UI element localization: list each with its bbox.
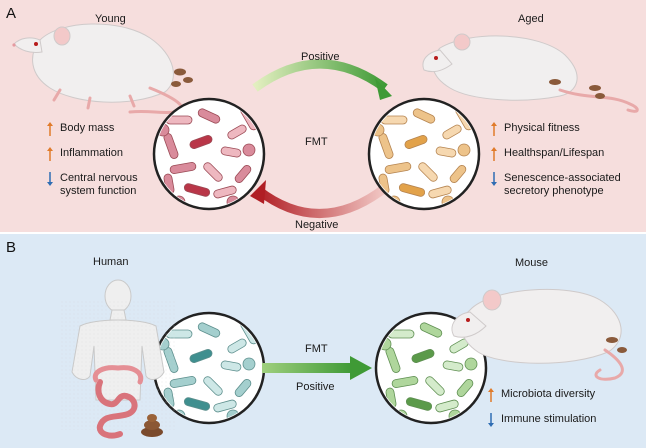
bacterium-rod bbox=[425, 376, 445, 396]
bacterium-rod bbox=[189, 349, 213, 363]
effect-label: Senescence-associated bbox=[504, 172, 621, 184]
effect-label: system function bbox=[60, 185, 136, 197]
aged-mouse-illustration bbox=[422, 33, 639, 113]
positive-label: Positive bbox=[301, 51, 340, 63]
positive-arrowhead bbox=[375, 78, 392, 100]
bacterium-rod bbox=[213, 185, 237, 199]
mouse-illustration-b bbox=[451, 288, 627, 381]
human-label: Human bbox=[93, 256, 128, 268]
bacterium-rod bbox=[442, 124, 462, 140]
bacterium-rod bbox=[435, 399, 459, 413]
bacterium-rod bbox=[442, 360, 464, 372]
bacterium-rod bbox=[220, 146, 242, 158]
positive-arrow-curve bbox=[252, 59, 388, 92]
young-microbiota-circle bbox=[152, 97, 266, 211]
bacterium-rod bbox=[197, 108, 221, 124]
bacterium-rod bbox=[213, 399, 237, 413]
bacterium-rod bbox=[449, 165, 467, 183]
bacterium-rod bbox=[227, 124, 247, 140]
effect-label: secretory phenotype bbox=[504, 185, 604, 197]
down-arrow-icon-head bbox=[488, 423, 494, 427]
down-arrow-icon-head bbox=[491, 182, 497, 186]
fmt-arrowhead bbox=[350, 356, 372, 380]
bacterium-rod bbox=[197, 322, 221, 338]
bacterium-rod bbox=[203, 376, 223, 396]
bacterium-rod bbox=[419, 322, 443, 338]
bacterium-rod bbox=[418, 162, 438, 182]
negative-arrowhead bbox=[250, 180, 266, 204]
effect-label: Body mass bbox=[60, 122, 115, 134]
bacterium-rod bbox=[189, 135, 213, 149]
mouse-label: Mouse bbox=[515, 257, 548, 269]
panel-b-letter: B bbox=[6, 239, 16, 256]
bacterium-rod bbox=[456, 379, 474, 397]
positive-label-b: Positive bbox=[296, 381, 335, 393]
young-mouse-illustration bbox=[12, 23, 193, 115]
young-label: Young bbox=[95, 13, 126, 25]
panel-a-letter: A bbox=[6, 5, 16, 22]
feces-icon bbox=[141, 414, 163, 437]
bacterium-rod bbox=[398, 183, 426, 197]
bacterium-rod bbox=[411, 349, 435, 363]
aged-microbiota-circle bbox=[367, 97, 481, 211]
down-arrow-icon-head bbox=[47, 182, 53, 186]
bacterium-rod bbox=[227, 338, 247, 354]
bacterium-coccus bbox=[242, 357, 256, 371]
bacterium-rod bbox=[234, 379, 252, 397]
bacterium-rod bbox=[412, 108, 436, 124]
bacterium-rod bbox=[169, 162, 197, 174]
bacterium-rod bbox=[384, 162, 412, 174]
aged-effects-list: Physical fitnessHealthspan/LifespanSenes… bbox=[491, 122, 621, 197]
bacterium-rod bbox=[183, 397, 211, 411]
effect-label: Microbiota diversity bbox=[501, 388, 596, 400]
negative-label: Negative bbox=[295, 219, 338, 231]
effect-label: Immune stimulation bbox=[501, 413, 596, 425]
effect-label: Central nervous bbox=[60, 172, 138, 184]
bacterium-rod bbox=[391, 376, 419, 388]
up-arrow-icon-head bbox=[47, 147, 53, 151]
up-arrow-icon-head bbox=[491, 122, 497, 126]
fmt-label-a: FMT bbox=[305, 136, 328, 148]
bacterium-coccus bbox=[457, 143, 471, 157]
bacterium-coccus bbox=[242, 143, 256, 157]
bacterium-rod bbox=[428, 185, 452, 199]
up-arrow-icon-head bbox=[47, 122, 53, 126]
effect-label: Physical fitness bbox=[504, 122, 580, 134]
bacterium-rod bbox=[203, 162, 223, 182]
bacterium-rod bbox=[183, 183, 211, 197]
fmt-arrow-bar bbox=[262, 363, 352, 373]
up-arrow-icon-head bbox=[491, 147, 497, 151]
up-arrow-icon-head bbox=[488, 388, 494, 392]
bacterium-rod bbox=[234, 165, 252, 183]
bacterium-rod bbox=[405, 397, 433, 411]
effect-label: Inflammation bbox=[60, 147, 123, 159]
bacterium-coccus bbox=[464, 357, 478, 371]
bacterium-rod bbox=[435, 146, 457, 158]
negative-arrow-curve bbox=[255, 184, 388, 218]
effect-label: Healthspan/Lifespan bbox=[504, 147, 604, 159]
fmt-label-b: FMT bbox=[305, 343, 328, 355]
bacterium-rod bbox=[220, 360, 242, 372]
human-illustration bbox=[60, 279, 176, 439]
aged-label: Aged bbox=[518, 13, 544, 25]
bacterium-rod bbox=[404, 135, 428, 149]
